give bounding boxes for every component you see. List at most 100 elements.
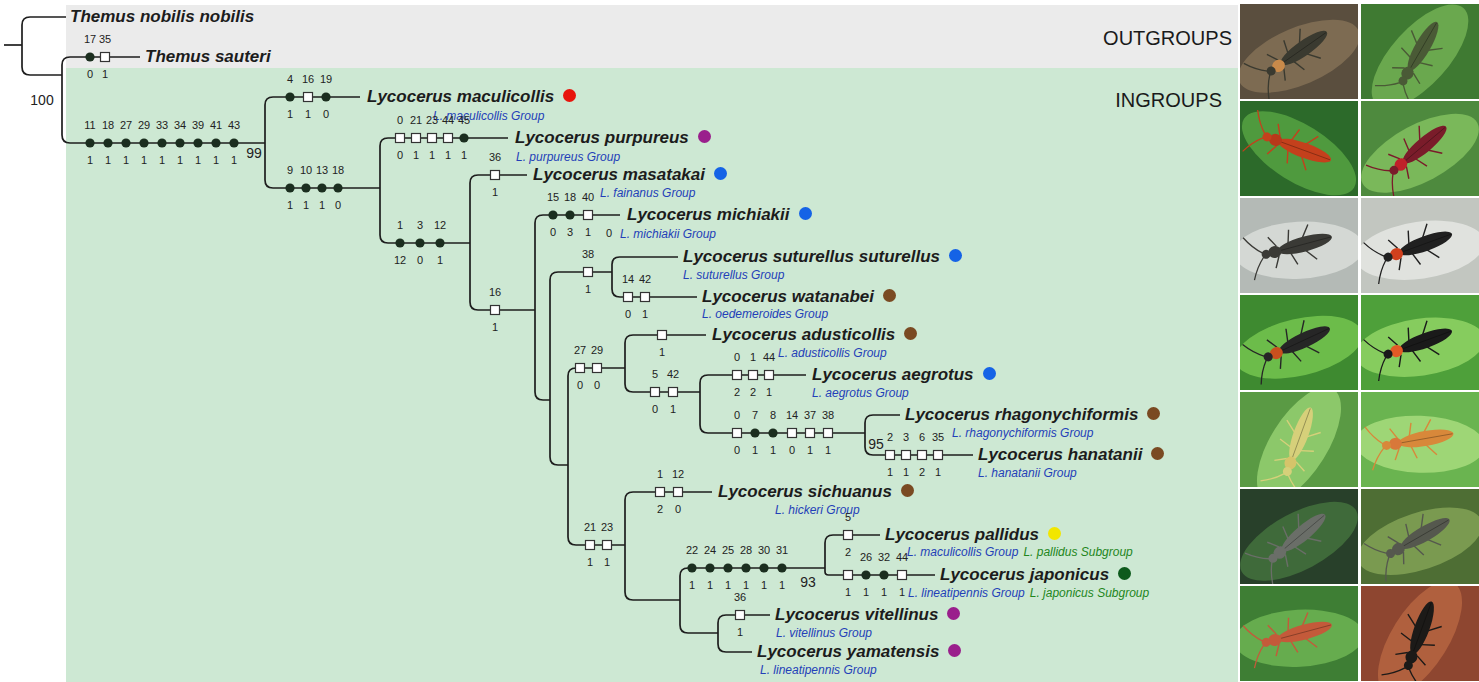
taxon-node: Themus sauteri bbox=[145, 47, 271, 67]
color-dot bbox=[983, 367, 996, 380]
elytra-suture bbox=[1283, 33, 1326, 63]
character-number: 6 bbox=[919, 431, 925, 444]
character-state: 1 bbox=[461, 149, 467, 162]
color-dot bbox=[901, 484, 914, 497]
leaf bbox=[1361, 568, 1478, 682]
beetle bbox=[1375, 11, 1456, 107]
tree-branch bbox=[535, 310, 550, 400]
character-state: 1 bbox=[587, 556, 593, 569]
beetle-head bbox=[1397, 75, 1409, 87]
character-number: 35 bbox=[932, 431, 944, 444]
beetle-photo bbox=[1228, 486, 1369, 597]
homoplasy-square bbox=[844, 531, 853, 540]
group-line: L. purpureus Group bbox=[516, 150, 620, 164]
character-state: 0 bbox=[594, 379, 600, 392]
tree-branch bbox=[380, 138, 508, 188]
beetle bbox=[1243, 215, 1337, 280]
character-number: 33 bbox=[156, 119, 168, 132]
leaf bbox=[1352, 213, 1479, 288]
taxon-name: Lycocerus rhagonychiformis bbox=[905, 405, 1138, 425]
character-state: 1 bbox=[766, 386, 772, 399]
character-number: 12 bbox=[672, 468, 684, 481]
character-number: 0 bbox=[734, 351, 740, 364]
subgroup-name: L. pallidus Subgroup bbox=[1023, 545, 1132, 559]
character-state: 1 bbox=[287, 108, 293, 121]
support-value: 99 bbox=[246, 145, 262, 161]
tree-branch bbox=[568, 368, 625, 465]
group-name: L. maculicollis Group bbox=[907, 545, 1018, 559]
character-state: 1 bbox=[752, 444, 758, 457]
character-number: 16 bbox=[489, 286, 501, 299]
taxon-name: Lycocerus sichuanus bbox=[718, 482, 892, 502]
taxon-name: Lycocerus adusticollis bbox=[712, 325, 895, 345]
group-name: L. vitellinus Group bbox=[776, 626, 872, 640]
beetle-head bbox=[1403, 660, 1415, 672]
color-dot bbox=[947, 607, 960, 620]
tree-branch bbox=[568, 465, 625, 545]
character-state: 1 bbox=[670, 403, 676, 416]
homoplasy-square bbox=[651, 388, 660, 397]
character-state: 1 bbox=[863, 586, 869, 599]
subgroup-name: L. japonicus Subgroup bbox=[1030, 586, 1149, 600]
homoplasy-square bbox=[641, 293, 650, 302]
elytra-suture bbox=[1280, 142, 1330, 160]
character-number: 35 bbox=[99, 33, 111, 46]
taxon-name: Lycocerus vitellinus bbox=[775, 605, 938, 625]
color-dot bbox=[904, 327, 917, 340]
character-number: 45 bbox=[458, 114, 470, 127]
homoplasy-square bbox=[806, 429, 815, 438]
synapomorphy-dot bbox=[548, 210, 557, 219]
synapomorphy-dot bbox=[85, 52, 94, 61]
beetle-photo bbox=[1229, 295, 1368, 390]
synapomorphy-dot bbox=[333, 183, 342, 192]
tree-branch bbox=[62, 75, 265, 143]
synapomorphy-dot bbox=[723, 563, 732, 572]
character-number: 41 bbox=[210, 119, 222, 132]
leaf bbox=[1352, 310, 1479, 385]
homoplasy-square bbox=[736, 611, 745, 620]
elytra-suture bbox=[1403, 520, 1449, 547]
character-state: 1 bbox=[413, 149, 419, 162]
character-state: 1 bbox=[177, 154, 183, 167]
color-dot bbox=[1147, 407, 1160, 420]
character-number: 39 bbox=[192, 119, 204, 132]
homoplasy-square bbox=[824, 429, 833, 438]
group-line: L. oedemeroides Group bbox=[702, 307, 828, 321]
tree-branch bbox=[550, 272, 612, 400]
taxon-node: Lycocerus pallidusL. maculicollis GroupL… bbox=[885, 525, 1061, 545]
beetle-head bbox=[1384, 547, 1396, 559]
homoplasy-square bbox=[898, 571, 907, 580]
homoplasy-square bbox=[428, 134, 437, 143]
character-state: 1 bbox=[287, 199, 293, 212]
character-state: 1 bbox=[303, 199, 309, 212]
character-number: 31 bbox=[776, 544, 788, 557]
beetle-photo bbox=[1229, 95, 1369, 212]
homoplasy-square bbox=[886, 451, 895, 460]
character-number: 17 bbox=[84, 33, 96, 46]
beetle-body bbox=[1277, 26, 1331, 70]
group-line: L. fainanus Group bbox=[600, 186, 695, 200]
character-number: 10 bbox=[300, 164, 312, 177]
synapomorphy-dot bbox=[211, 138, 220, 147]
synapomorphy-dot bbox=[768, 428, 777, 437]
character-number: 28 bbox=[740, 544, 752, 557]
synapomorphy-dot bbox=[415, 238, 424, 247]
character-number: 24 bbox=[704, 544, 716, 557]
group-band: OUTGROUPSThemus nobilis nobilisThemus sa… bbox=[66, 5, 1238, 68]
synapomorphy-dot bbox=[139, 138, 148, 147]
homoplasy-square bbox=[593, 364, 602, 373]
elytra-suture bbox=[1410, 23, 1437, 69]
leaf bbox=[1233, 218, 1366, 282]
elytra-suture bbox=[1280, 237, 1331, 251]
leaf bbox=[1349, 98, 1479, 209]
character-state: 1 bbox=[935, 466, 941, 479]
character-number: 27 bbox=[574, 344, 586, 357]
tree-branch bbox=[22, 45, 62, 75]
color-dot bbox=[1048, 527, 1061, 540]
character-number: 25 bbox=[722, 544, 734, 557]
taxon-node: Lycocerus sichuanusL. hickeri Group bbox=[718, 482, 914, 502]
character-state: 1 bbox=[445, 149, 451, 162]
synapomorphy-dot bbox=[777, 563, 786, 572]
character-state: 1 bbox=[213, 154, 219, 167]
character-number: 16 bbox=[302, 73, 314, 86]
